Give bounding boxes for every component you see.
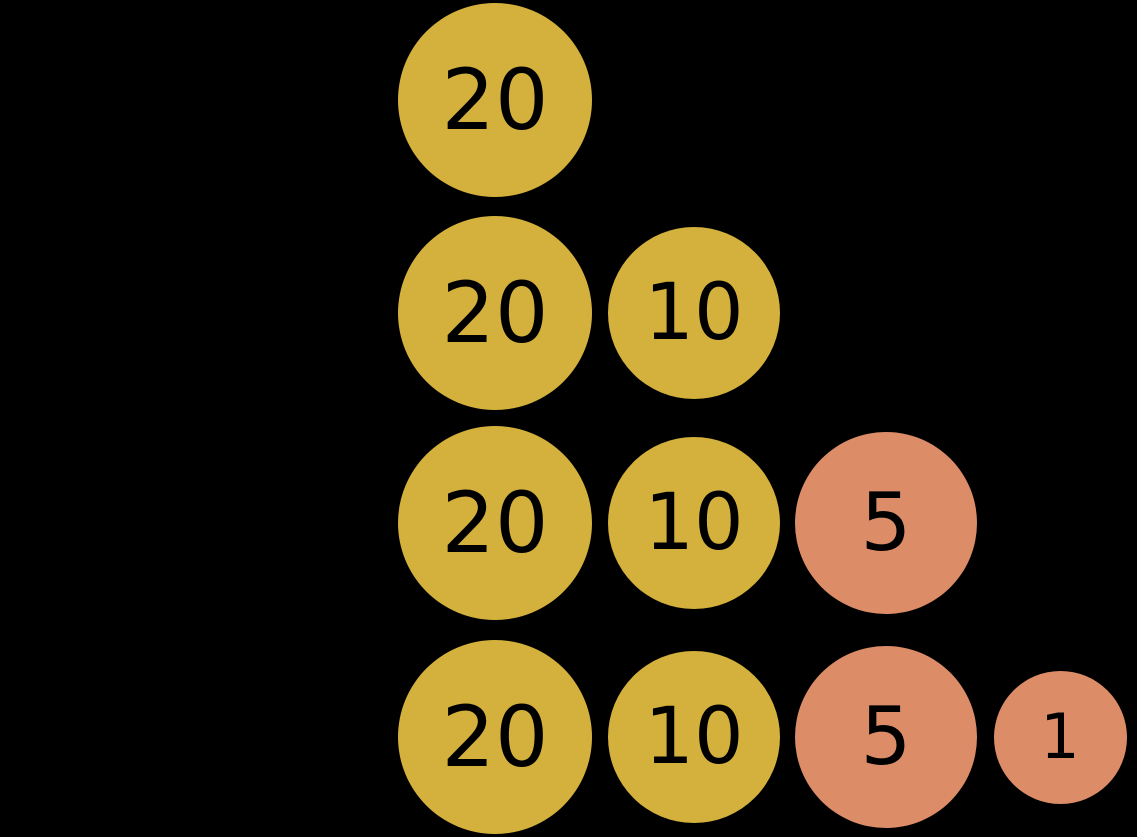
bubble-5[interactable]: 5 bbox=[795, 646, 977, 828]
bubble-label: 20 bbox=[441, 688, 549, 786]
bubble-1[interactable]: 1 bbox=[993, 670, 1127, 804]
bubble-label: 5 bbox=[860, 476, 912, 569]
bubble-label: 20 bbox=[441, 51, 549, 149]
bubble-20[interactable]: 20 bbox=[398, 3, 592, 197]
bubble-label: 1 bbox=[1040, 700, 1080, 773]
bubble-label: 5 bbox=[860, 690, 912, 783]
bubble-20[interactable]: 20 bbox=[398, 426, 592, 620]
bubble-10[interactable]: 10 bbox=[608, 227, 780, 399]
bubble-20[interactable]: 20 bbox=[398, 640, 592, 834]
bubble-label: 20 bbox=[441, 264, 549, 362]
bubble-5[interactable]: 5 bbox=[795, 432, 977, 614]
bubble-label: 10 bbox=[644, 692, 744, 782]
bubble-label: 10 bbox=[644, 268, 744, 358]
bubble-label: 20 bbox=[441, 474, 549, 572]
bubble-10[interactable]: 10 bbox=[608, 651, 780, 823]
bubble-label: 10 bbox=[644, 478, 744, 568]
bubble-10[interactable]: 10 bbox=[608, 437, 780, 609]
bubble-20[interactable]: 20 bbox=[398, 216, 592, 410]
